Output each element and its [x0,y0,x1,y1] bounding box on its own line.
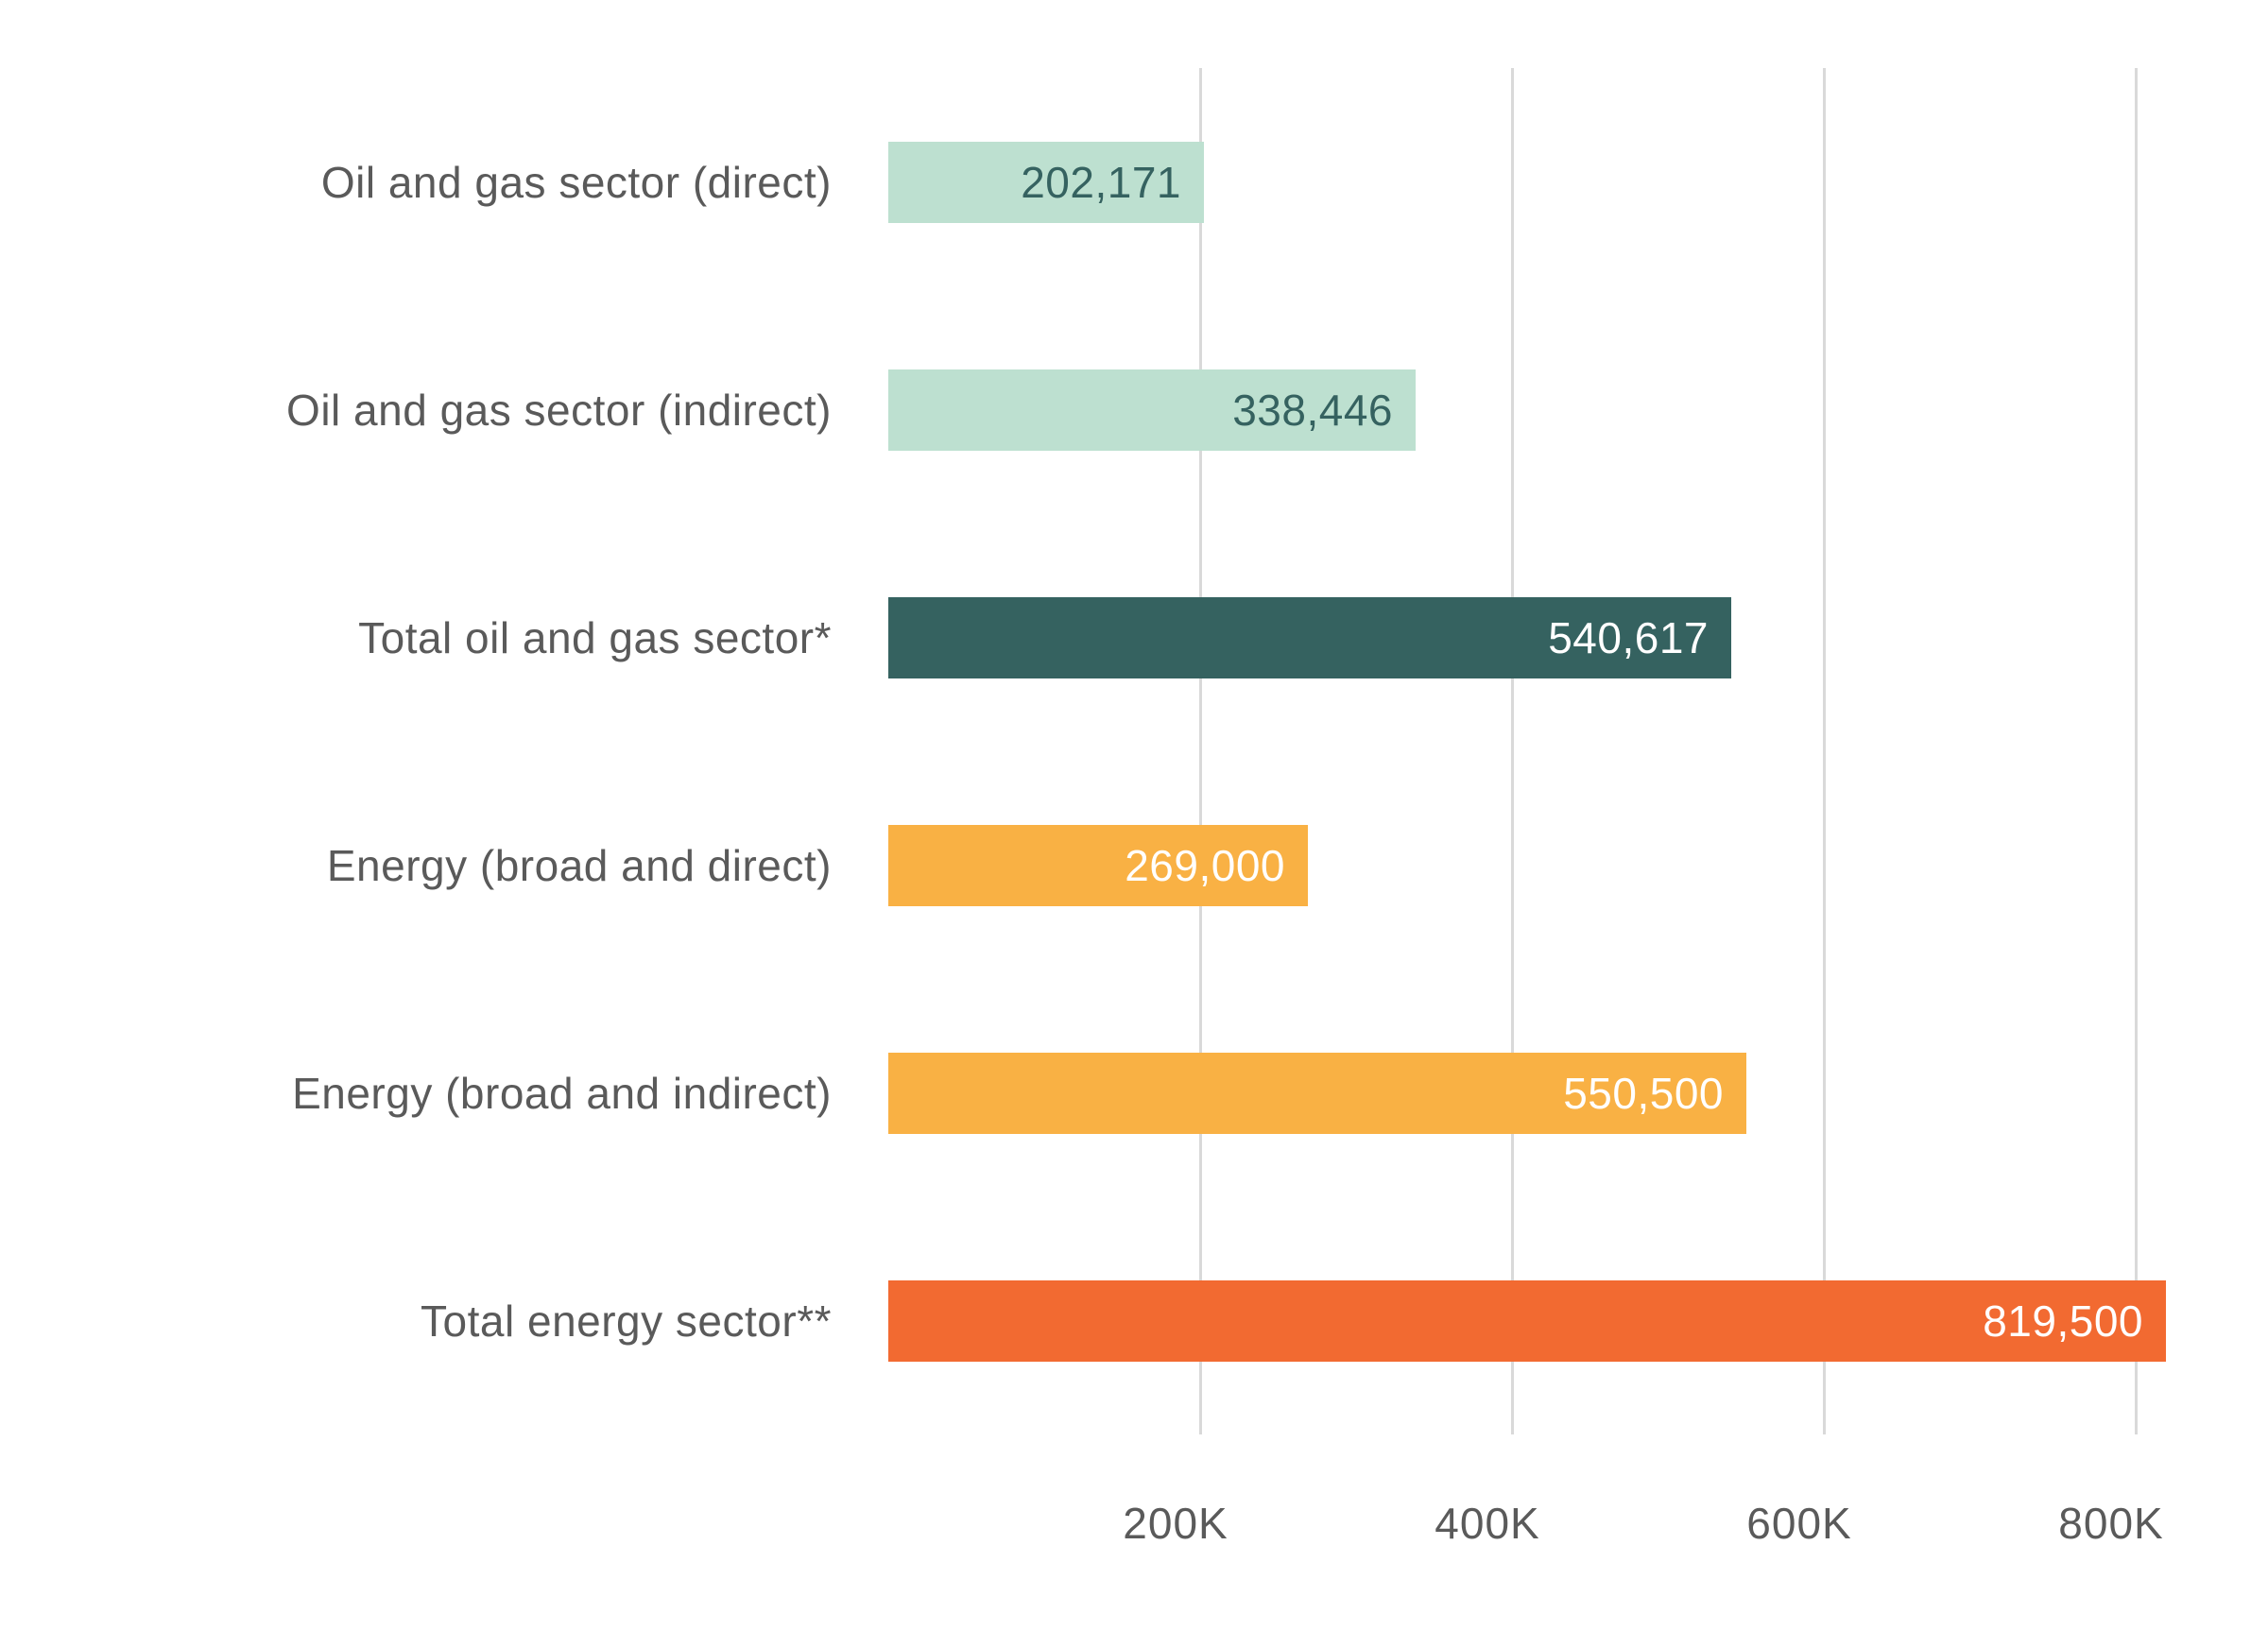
x-gridline [1199,68,1202,1434]
category-label: Energy (broad and direct) [326,840,832,890]
chart-row: Total energy sector** 819,500 [0,1207,2268,1434]
bar: 819,500 [888,1279,2166,1362]
bar: 540,617 [888,596,1731,678]
category-label: Total energy sector** [421,1296,832,1346]
chart-row: Energy (broad and direct) 269,000 [0,751,2268,979]
bar-value-label: 202,171 [1021,157,1181,207]
chart-row: Energy (broad and indirect) 550,500 [0,979,2268,1207]
x-tick-label: 600K [1746,1499,1852,1548]
bar: 202,171 [888,141,1204,223]
bar: 269,000 [888,824,1308,906]
chart-row: Oil and gas sector (direct) 202,171 [0,68,2268,296]
category-label: Energy (broad and indirect) [292,1068,832,1118]
x-tick-label: 800K [2058,1499,2164,1548]
bar-value-label: 338,446 [1232,385,1393,435]
gridlines-layer [888,68,2268,1434]
bar-value-label: 819,500 [1983,1296,2143,1346]
x-gridline [2135,68,2138,1434]
bars-layer: Oil and gas sector (direct) 202,171 Oil … [0,68,2268,1434]
category-label: Oil and gas sector (indirect) [286,385,832,435]
bar-value-label: 269,000 [1125,840,1285,890]
category-label: Oil and gas sector (direct) [320,157,832,207]
chart-row: Oil and gas sector (indirect) 338,446 [0,296,2268,524]
x-gridline [1823,68,1826,1434]
x-tick-label: 200K [1123,1499,1228,1548]
x-gridline [1511,68,1514,1434]
x-tick-label: 400K [1435,1499,1540,1548]
bar-value-label: 540,617 [1548,612,1709,662]
category-label: Total oil and gas sector* [358,612,832,662]
bar: 338,446 [888,369,1416,451]
chart-row: Total oil and gas sector* 540,617 [0,524,2268,751]
bar: 550,500 [888,1052,1746,1134]
bar-value-label: 550,500 [1563,1068,1724,1118]
